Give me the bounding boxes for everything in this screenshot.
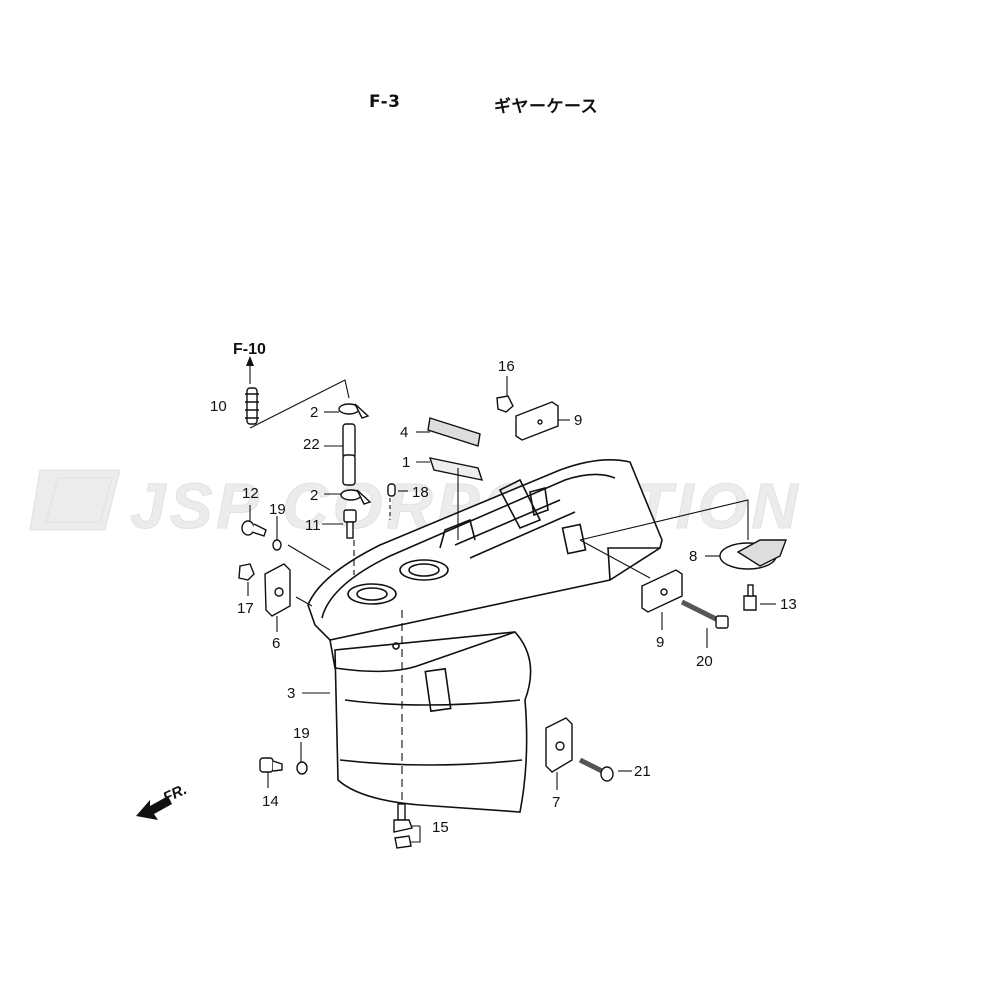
callout-6: 6 — [272, 635, 280, 652]
hose-fitting-part-10 — [245, 387, 259, 425]
fitting-part-11 — [343, 509, 357, 539]
clip-part-2-lower — [340, 489, 372, 505]
reference-arrow — [246, 356, 254, 366]
front-direction-arrow: FR. — [136, 781, 190, 820]
bolt-part-13 — [743, 584, 757, 611]
callout-12: 12 — [242, 485, 259, 502]
callout-11: 11 — [305, 517, 321, 534]
plate-part-7 — [545, 717, 573, 773]
washer-part-19-upper — [272, 539, 282, 551]
callout-19-upper: 19 — [269, 501, 286, 518]
callout-18: 18 — [412, 484, 429, 501]
callout-1: 1 — [402, 454, 410, 471]
plate-part-6 — [264, 563, 291, 617]
trim-tab-part-8 — [719, 539, 788, 570]
anode-part-9-upper — [515, 401, 559, 441]
reference-label-f10: F-10 — [233, 341, 266, 358]
washer-part-19-lower — [296, 761, 308, 775]
nut-part-17 — [238, 563, 255, 581]
direction-label: FR. — [161, 781, 190, 807]
drain-bolt-part-15 — [393, 803, 413, 849]
bolt-part-12 — [241, 520, 267, 537]
bolt-part-20 — [680, 599, 729, 629]
diagram-code: F-3 — [369, 92, 401, 112]
callout-9-upper: 9 — [574, 412, 582, 429]
callout-22: 22 — [303, 436, 320, 453]
gasket-part-1 — [428, 457, 484, 481]
callout-9-lower: 9 — [656, 634, 664, 651]
callout-13: 13 — [780, 596, 797, 613]
callout-16: 16 — [498, 358, 515, 375]
callout-14: 14 — [262, 793, 279, 810]
diagram-title: ギヤーケース — [494, 97, 599, 117]
pin-part-18 — [387, 483, 396, 497]
callout-4: 4 — [400, 424, 408, 441]
clip-part-2-upper — [338, 403, 370, 419]
seal-part-4 — [427, 417, 481, 447]
callout-8: 8 — [689, 548, 697, 565]
callout-17: 17 — [237, 600, 254, 617]
screw-part-21 — [578, 757, 614, 782]
callout-21: 21 — [634, 763, 651, 780]
callout-19-lower: 19 — [293, 725, 310, 742]
callout-20: 20 — [696, 653, 713, 670]
callout-15: 15 — [432, 819, 449, 836]
hose-part-22 — [342, 423, 356, 486]
plug-part-14 — [259, 757, 283, 773]
leader-lines — [247, 360, 776, 843]
callout-3: 3 — [287, 685, 295, 702]
callout-labels: 10 2 22 2 18 11 12 19 17 6 4 1 16 9 8 13… — [210, 358, 797, 836]
nut-part-16 — [496, 395, 514, 413]
callout-10: 10 — [210, 398, 227, 415]
callout-2-lower: 2 — [310, 487, 318, 504]
callout-7: 7 — [552, 794, 560, 811]
anode-part-9-lower — [641, 569, 683, 613]
callout-2-upper: 2 — [310, 404, 318, 421]
gear-case-body — [307, 458, 663, 813]
